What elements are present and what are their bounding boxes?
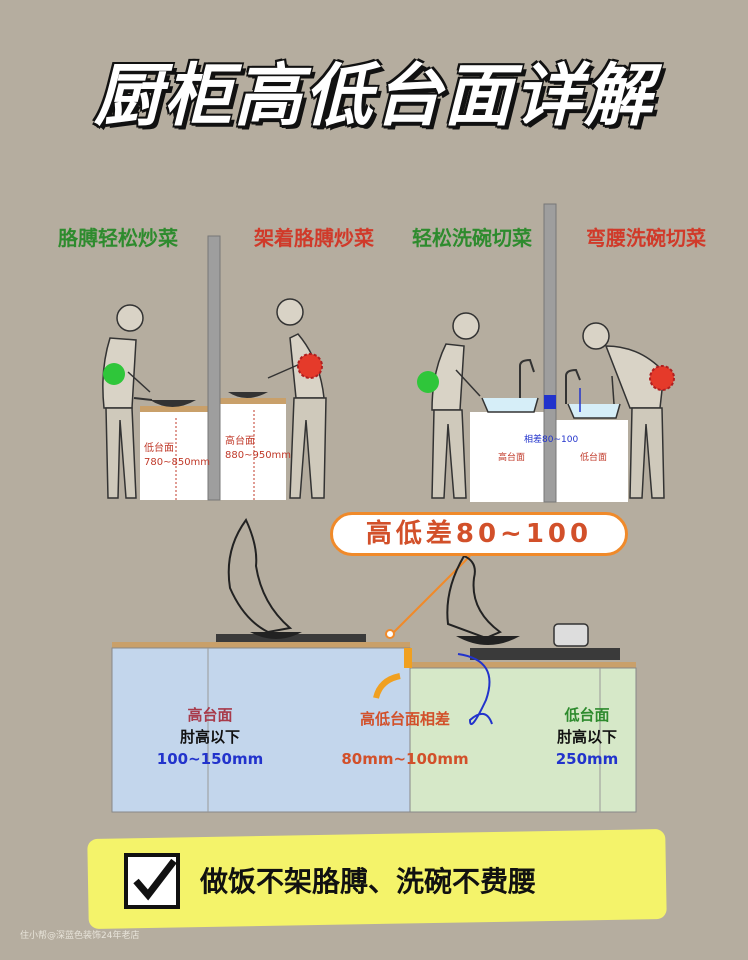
high-counter-title: 高台面 [187,706,233,724]
caption-bent-washing: 弯腰洗碗切菜 [586,226,706,250]
high-counter-block: 高台面 肘高以下 100~150mm [150,704,270,770]
caption-relaxed-cooking: 胳膊轻松炒菜 [58,226,178,250]
watermark: 住小帮@深蓝色装饰24年老店 [20,931,140,941]
summary-text: 做饭不架胳膊、洗碗不费腰 [200,865,537,898]
low-counter-range-text: 250mm [555,750,619,768]
height-diff-callout: 高低差80~100 [330,512,628,556]
caption-raised-arm-cooking: 架着胳膊炒菜 [254,226,374,250]
sink-high-label: 高台面 [498,453,526,463]
washing-cabinets-illustration [417,203,675,503]
cooking-cabinets-illustration [102,235,327,501]
high-counter-label: 高台面 880~950mm [225,435,291,463]
high-counter-range-text: 100~150mm [156,750,264,768]
low-counter-label: 低台面 780~850mm [144,442,210,470]
checkmark-icon [124,853,180,909]
high-counter-name: 高台面 [225,436,255,447]
low-counter-title: 低台面 [564,706,610,724]
low-counter-name: 低台面 [144,443,174,454]
page-title: 厨柜高低台面详解 [93,57,654,136]
high-counter-subtitle: 肘高以下 [179,728,240,746]
counter-illustration [111,518,637,813]
high-counter-range: 880~950mm [225,450,292,461]
low-counter-block: 低台面 肘高以下 250mm [532,704,642,770]
caption-relaxed-washing: 轻松洗碗切菜 [412,226,532,250]
sink-diff-label: 相差80~100 [524,435,579,445]
sink-low-label: 低台面 [580,453,608,463]
middle-diff-range: 80mm~100mm [341,750,469,768]
low-counter-range: 780~850mm [144,457,211,468]
low-counter-subtitle: 肘高以下 [556,728,617,746]
middle-diff-title: 高低台面相差 [359,710,450,728]
